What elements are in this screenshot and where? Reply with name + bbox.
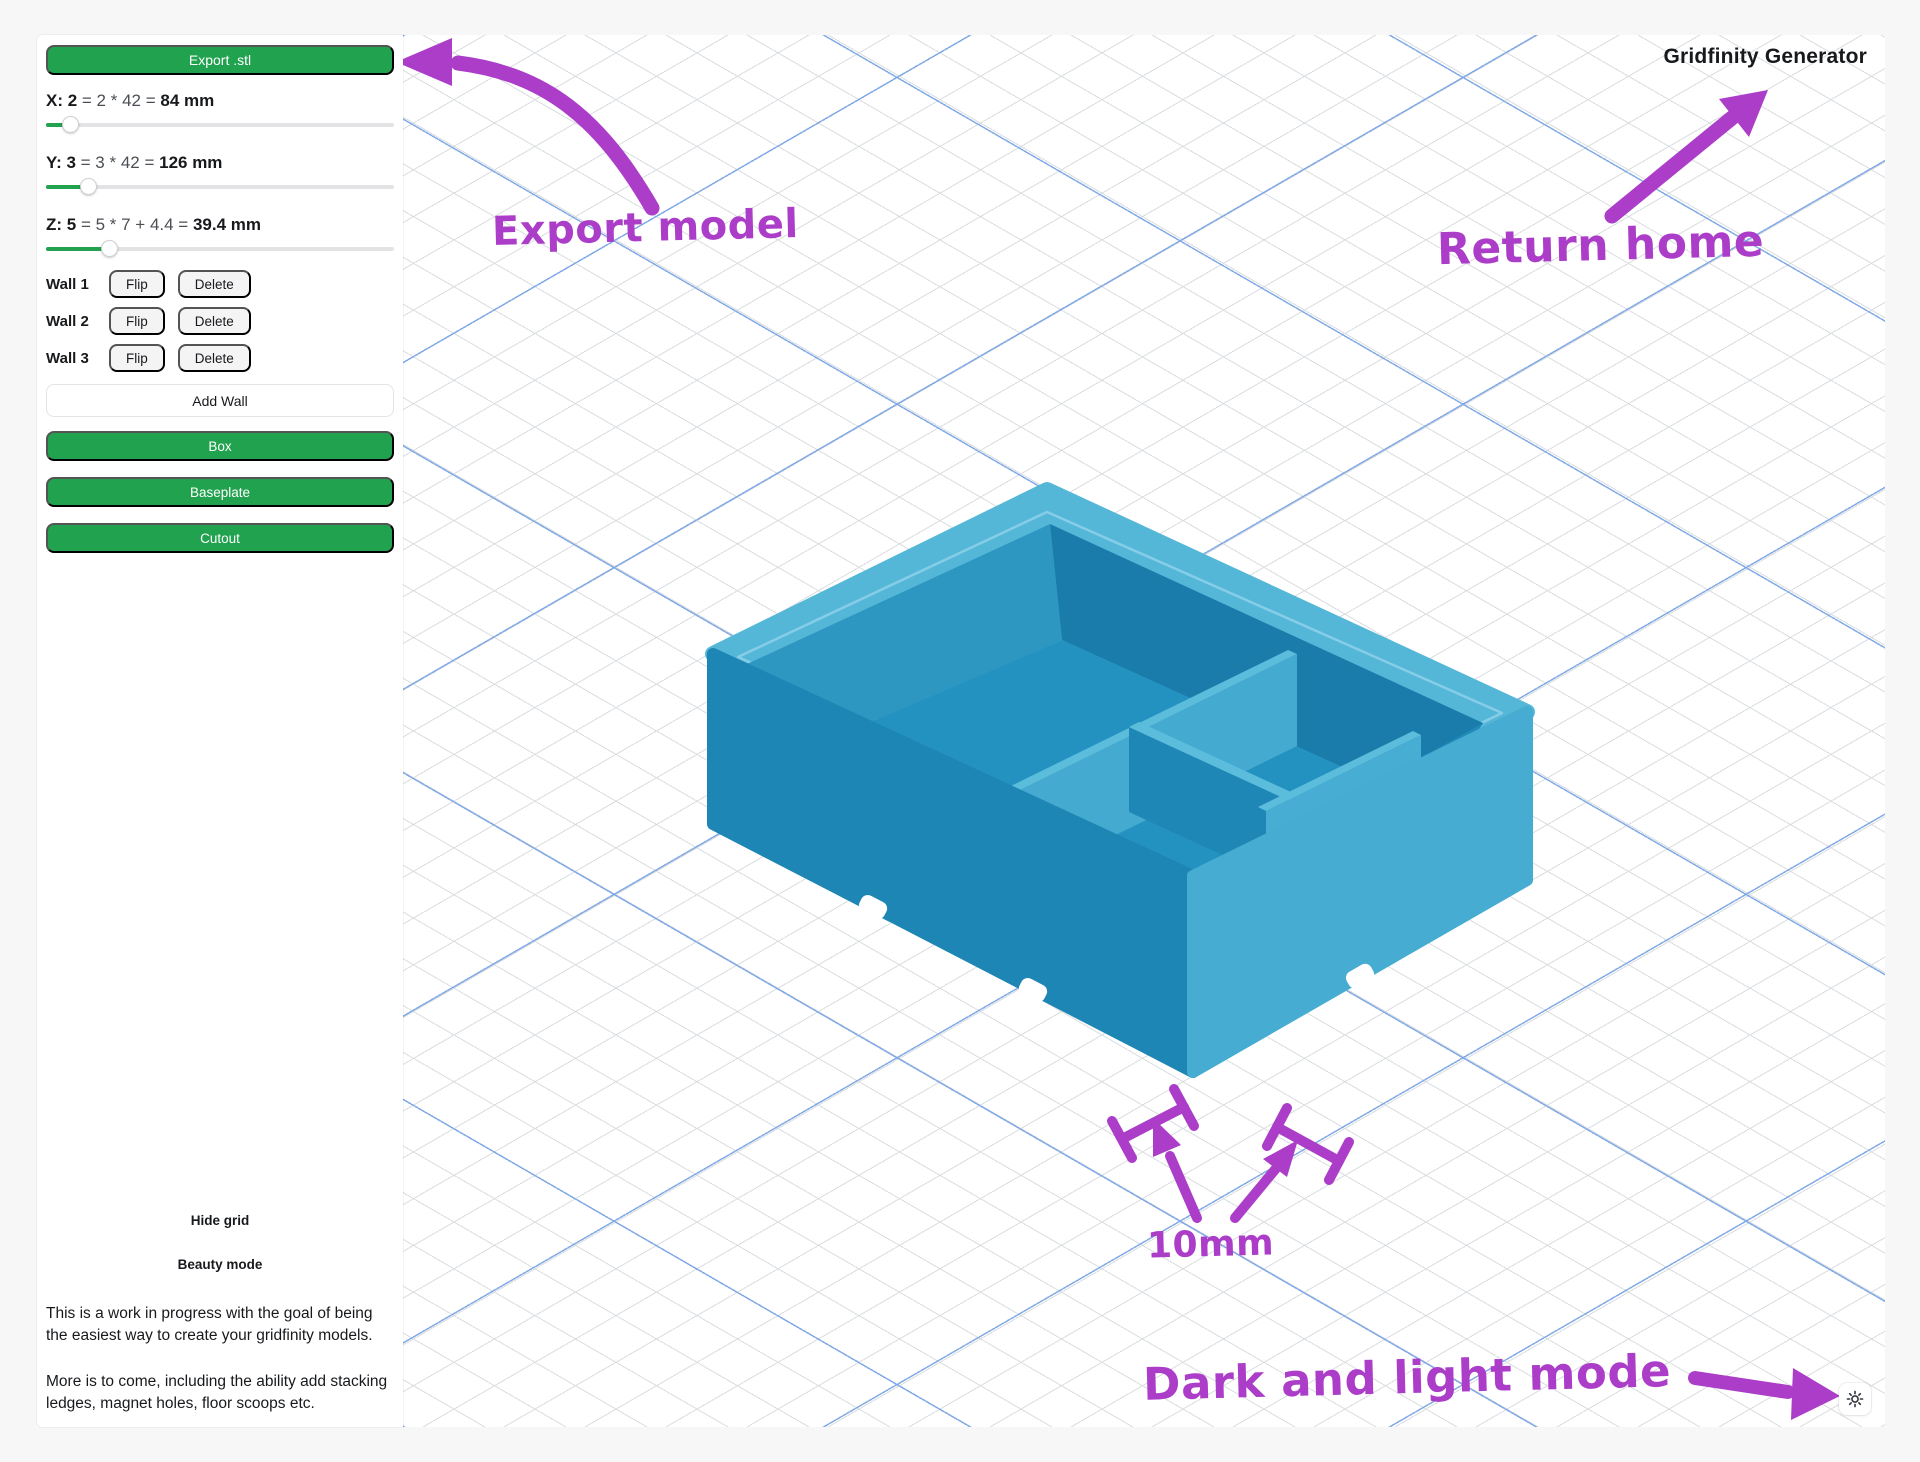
home-arrowhead xyxy=(1719,90,1768,137)
divider-wall-3-top xyxy=(1258,731,1421,811)
y-dimension-slider[interactable] xyxy=(46,175,394,199)
wall-row-2: Wall 2 Flip Delete xyxy=(46,307,394,335)
sidebar: Export .stl X: 2 = 2 * 42 = 84 mm Y: 3 =… xyxy=(37,35,403,1427)
wall-3-flip-button[interactable]: Flip xyxy=(109,344,165,372)
description-paragraph-1: This is a work in progress with the goal… xyxy=(46,1305,373,1344)
gridfinity-bin-model[interactable] xyxy=(705,482,1535,1078)
slider-thumb[interactable] xyxy=(100,240,118,257)
wall-1-label: Wall 1 xyxy=(46,275,89,293)
y-dimension-label: Y: 3 = 3 * 42 = 126 mm xyxy=(46,153,223,172)
home-arrow xyxy=(1604,105,1746,224)
bin-inner-back-left-wall xyxy=(747,524,1062,752)
wall-2-delete-button[interactable]: Delete xyxy=(177,307,251,335)
base-notch xyxy=(858,895,888,919)
bin-front-right-face xyxy=(1187,706,1533,1078)
dimension-marker-right xyxy=(1262,1103,1354,1185)
description-paragraph-2: More is to come, including the ability a… xyxy=(46,1373,388,1412)
slider-thumb[interactable] xyxy=(62,116,80,133)
export-annotation-text: Export model xyxy=(491,200,800,256)
wall-3-delete-button[interactable]: Delete xyxy=(177,344,251,372)
wall-row-1: Wall 1 Flip Delete xyxy=(46,270,394,298)
dim-arrowhead-left xyxy=(1153,1118,1181,1157)
dim-arrowhead-right xyxy=(1263,1140,1298,1177)
app-title: Gridfinity Generator xyxy=(1663,45,1867,68)
base-notch xyxy=(1018,978,1048,1002)
export-arrowhead xyxy=(403,38,452,86)
cutout-button[interactable]: Cutout xyxy=(46,523,394,553)
slider-fill xyxy=(46,247,109,251)
home-annotation-text: Return home xyxy=(1436,215,1765,276)
wall-2-label: Wall 2 xyxy=(46,312,89,330)
divider-wall-2-top xyxy=(1129,722,1330,815)
wall-2-flip-button[interactable]: Flip xyxy=(109,307,165,335)
annotation-arrows xyxy=(450,55,1795,1399)
slider-thumb[interactable] xyxy=(79,178,97,195)
annotation-arrowheads xyxy=(403,38,1840,1420)
slider-fill xyxy=(46,185,88,189)
wall-row-3: Wall 3 Flip Delete xyxy=(46,344,394,372)
theme-toggle-button[interactable] xyxy=(1839,1383,1871,1415)
baseplate-button[interactable]: Baseplate xyxy=(46,477,394,507)
hide-grid-toggle[interactable]: Hide grid xyxy=(190,1213,250,1228)
slider-fill xyxy=(46,123,71,127)
model-3d-view[interactable] xyxy=(403,35,1885,1427)
dimension-annotation-text: 10mm xyxy=(1146,1222,1275,1267)
add-wall-button[interactable]: Add Wall xyxy=(46,384,394,417)
wall-3-label: Wall 3 xyxy=(46,349,89,367)
box-button[interactable]: Box xyxy=(46,431,394,461)
theme-arrow xyxy=(1688,1371,1795,1399)
dim-arrow-right xyxy=(1230,1155,1288,1223)
x-dimension-label: X: 2 = 2 * 42 = 84 mm xyxy=(46,91,215,110)
base-notch xyxy=(1345,963,1375,989)
slider-track[interactable] xyxy=(46,123,394,127)
wall-1-delete-button[interactable]: Delete xyxy=(177,270,251,298)
export-arrow xyxy=(450,55,660,216)
wall-1-flip-button[interactable]: Flip xyxy=(109,270,165,298)
viewport-3d[interactable]: Gridfinity Generator Export model Return… xyxy=(403,35,1885,1427)
theme-arrowhead xyxy=(1791,1368,1840,1420)
sun-icon xyxy=(1846,1390,1864,1408)
z-dimension-label: Z: 5 = 5 * 7 + 4.4 = 39.4 mm xyxy=(46,215,262,234)
z-dimension-slider[interactable] xyxy=(46,237,394,261)
slider-track[interactable] xyxy=(46,185,394,189)
x-dimension-slider[interactable] xyxy=(46,113,394,137)
slider-track[interactable] xyxy=(46,247,394,251)
sidebar-footer: Hide grid Beauty mode This is a work in … xyxy=(46,1213,394,1415)
export-stl-button[interactable]: Export .stl xyxy=(46,45,394,75)
dim-arrow-left xyxy=(1165,1151,1202,1223)
beauty-mode-toggle[interactable]: Beauty mode xyxy=(177,1257,263,1272)
